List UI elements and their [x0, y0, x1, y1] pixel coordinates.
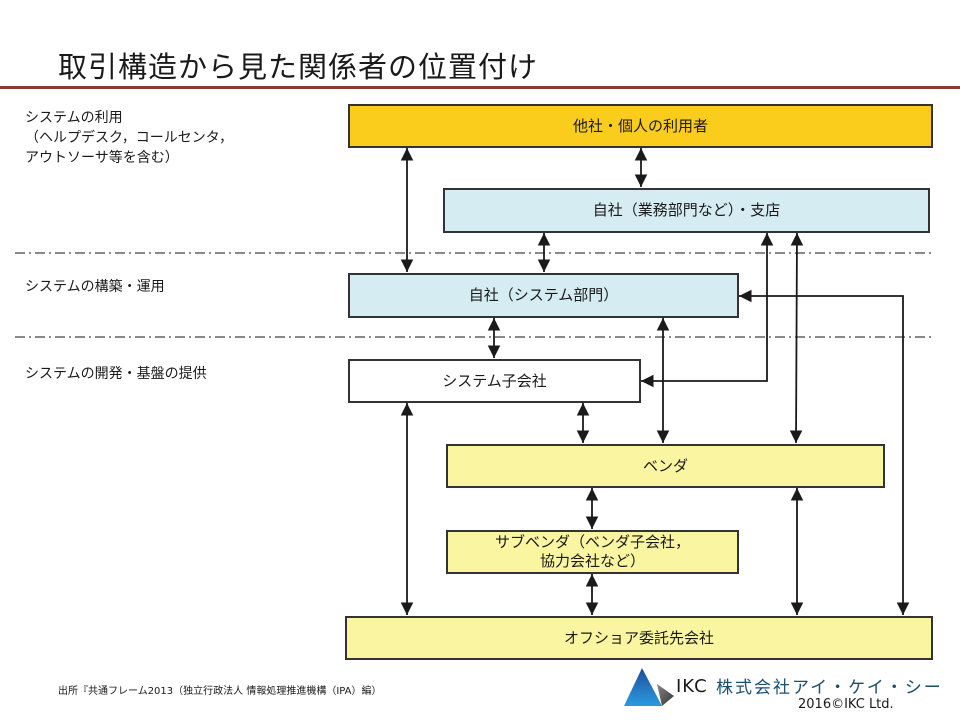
slide-title: 取引構造から見た関係者の位置付け — [58, 50, 539, 84]
node-label: 他社・個人の利用者 — [572, 116, 708, 135]
node-label: システム子会社 — [442, 371, 547, 390]
node-label: 自社（業務部門など）・支店 — [592, 201, 781, 219]
source-citation: 出所『共通フレーム2013（独立行政法人 情報処理推進機構（IPA）編） — [58, 686, 382, 697]
node-label: 自社（システム部門） — [468, 286, 619, 304]
node-offshore: オフショア委託先会社 — [345, 616, 933, 660]
node-label: オフショア委託先会社 — [563, 628, 714, 647]
title-rule — [0, 86, 960, 89]
layer-label-use: システムの利用 （ヘルプデスク，コールセンタ， アウトソーサ等を含む） — [25, 108, 233, 168]
layer-label-line: システムの開発・基盤の提供 — [25, 366, 207, 382]
edge-business-vendor — [789, 232, 804, 444]
ikc-logo-icon — [624, 668, 674, 706]
node-label: サブベンダ（ベンダ子会社， — [494, 533, 690, 551]
edge-sysdept-offshore — [739, 289, 910, 615]
node-vendor: ベンダ — [446, 444, 885, 488]
copyright: 2016©IKC Ltd. — [798, 697, 894, 712]
node-label: ベンダ — [642, 456, 688, 475]
node-business: 自社（業務部門など）・支店 — [443, 188, 930, 233]
node-sysdept: 自社（システム部門） — [348, 273, 739, 318]
company-name: 株式会社アイ・ケイ・シー — [716, 678, 943, 698]
layer-label-line: システムの構築・運用 — [25, 279, 165, 295]
layer-label-develop: システムの開発・基盤の提供 — [25, 364, 207, 384]
node-label: 協力会社など） — [539, 552, 645, 570]
layer-label-line: システムの利用 — [25, 110, 123, 126]
node-subsidiary: システム子会社 — [348, 359, 641, 403]
layer-label-build: システムの構築・運用 — [25, 277, 165, 297]
node-subvendor: サブベンダ（ベンダ子会社， 協力会社など） — [446, 530, 739, 574]
layer-label-line: アウトソーサ等を含む） — [25, 150, 179, 166]
logo-text: IKC — [676, 676, 708, 697]
layer-label-line: （ヘルプデスク，コールセンタ， — [25, 130, 234, 146]
node-users: 他社・個人の利用者 — [348, 104, 933, 148]
